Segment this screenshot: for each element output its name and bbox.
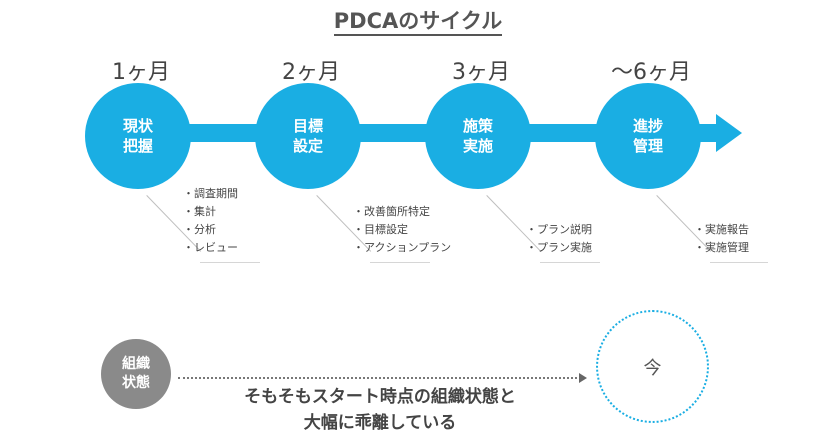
detail-item: ・実施報告: [694, 223, 749, 236]
detail-item: ・改善箇所特定: [353, 205, 430, 218]
detail-item: ・実施管理: [694, 241, 749, 254]
gap-text-line2: 大幅に乖離している: [303, 413, 457, 433]
timeline-arrow-head: [716, 114, 742, 152]
diagram-title: PDCAのサイクル: [0, 5, 836, 36]
step-3-line2: 実施: [462, 137, 493, 155]
step-circle-4: 進捗 管理: [595, 83, 701, 189]
step-4-line1: 進捗: [632, 117, 663, 135]
leader-base-4: [710, 262, 768, 263]
step-1-details: ・調査期間 ・集計 ・分析 ・レビュー: [183, 185, 238, 257]
leader-base-2: [370, 262, 430, 263]
detail-item: ・調査期間: [183, 187, 238, 200]
leader-base-1: [200, 262, 260, 263]
org-state-circle: 組織 状態: [101, 339, 171, 409]
now-circle: 今: [596, 310, 709, 423]
period-label-2: 2ヶ月: [282, 60, 340, 85]
step-4-details: ・実施報告 ・実施管理: [694, 221, 749, 257]
step-circle-2: 目標 設定: [255, 83, 361, 189]
org-state-line2: 状態: [122, 375, 150, 391]
detail-item: ・分析: [183, 223, 216, 236]
detail-item: ・プラン説明: [526, 223, 592, 236]
detail-item: ・アクションプラン: [353, 241, 452, 254]
step-1-line1: 現状: [122, 117, 153, 135]
leader-base-3: [540, 262, 600, 263]
step-circle-3: 施策 実施: [425, 83, 531, 189]
step-3-line1: 施策: [462, 117, 493, 135]
period-label-4: 〜6ヶ月: [611, 60, 691, 85]
step-1-line2: 把握: [122, 137, 153, 155]
step-2-details: ・改善箇所特定 ・目標設定 ・アクションプラン: [353, 203, 451, 257]
period-label-3: 3ヶ月: [452, 60, 510, 85]
dotted-arrow-head: [579, 373, 587, 383]
period-label-1: 1ヶ月: [112, 60, 170, 85]
dotted-arrow-line: [178, 377, 581, 379]
gap-description: そもそもスタート時点の組織状態と 大幅に乖離している: [200, 384, 560, 436]
step-4-line2: 管理: [632, 137, 663, 155]
step-circle-1: 現状 把握: [85, 83, 191, 189]
step-2-line2: 設定: [292, 137, 323, 155]
detail-item: ・プラン実施: [526, 241, 592, 254]
gap-text-line1: そもそもスタート時点の組織状態と: [244, 387, 516, 407]
org-state-line1: 組織: [122, 356, 150, 372]
step-3-details: ・プラン説明 ・プラン実施: [526, 221, 592, 257]
now-label: 今: [643, 357, 662, 379]
detail-item: ・集計: [183, 205, 216, 218]
step-2-line1: 目標: [292, 117, 323, 135]
detail-item: ・レビュー: [183, 241, 238, 254]
detail-item: ・目標設定: [353, 223, 408, 236]
